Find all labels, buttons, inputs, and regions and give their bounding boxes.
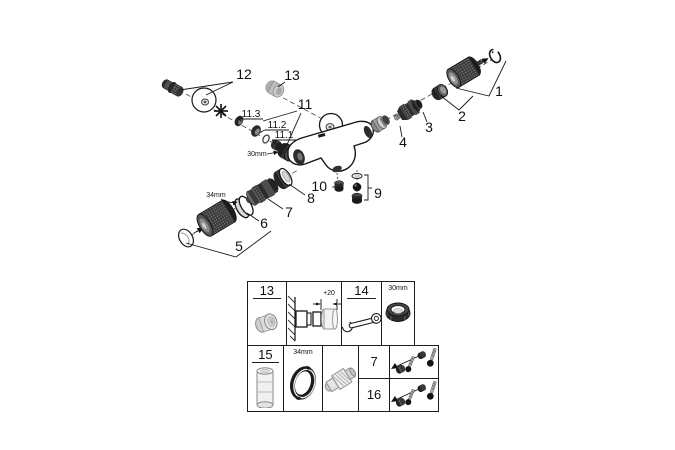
table-cell-14-label: 14 xyxy=(354,283,369,298)
part-12-s-union xyxy=(161,79,217,113)
part-label-12: 12 xyxy=(236,66,252,82)
leader-lines xyxy=(179,60,507,258)
part-1-temperature-handle xyxy=(446,48,502,88)
part-number-labels: 1 2 3 4 5 6 7 8 9 10 11 11.1 11.2 11.3 1… xyxy=(206,66,503,254)
part-label-9: 9 xyxy=(374,185,382,201)
part-label-11-1: 11.1 xyxy=(275,130,294,141)
cell-15-underline xyxy=(252,361,279,363)
installation-parts-table-top: 13 xyxy=(247,281,415,346)
screw-set-for-16 xyxy=(390,379,438,411)
cartridge-sleeve-icon xyxy=(256,366,274,408)
part-7-cartridge xyxy=(245,177,279,206)
star-marker-icon xyxy=(214,104,228,118)
table-cell-7: 7 xyxy=(359,346,389,379)
wrench-icon xyxy=(342,313,382,333)
screw-set-icon xyxy=(391,347,437,374)
part-label-11-2: 11.2 xyxy=(268,120,287,131)
part-label-10: 10 xyxy=(311,178,327,194)
table-cell-16: 16 xyxy=(359,379,389,411)
part-8-sleeve xyxy=(273,167,293,190)
table-cell-13-label: 13 xyxy=(259,283,275,298)
part-3-thermo-cartridge xyxy=(393,99,423,121)
screw-set-for-7 xyxy=(390,346,438,379)
table-cell-34mm-ring: 34mm xyxy=(284,345,324,411)
size-label-30mm: 30mm xyxy=(247,151,267,158)
table-30mm-label: 30mm xyxy=(388,285,408,292)
part-label-7: 7 xyxy=(285,204,293,220)
cartridge-icon xyxy=(324,366,357,392)
mixer-body xyxy=(287,112,375,182)
table-cell-16-label: 16 xyxy=(366,387,382,402)
table-cell-15-label: 15 xyxy=(258,346,273,362)
part-10-nut xyxy=(334,180,344,192)
part-5-flow-handle xyxy=(177,199,237,248)
table-cell-part-14: 14 xyxy=(342,282,382,345)
screw-set-icon xyxy=(391,380,437,407)
part-label-1: 1 xyxy=(495,83,503,99)
part-label-13: 13 xyxy=(284,67,300,83)
part-label-8: 8 xyxy=(307,190,315,206)
table-34mm-label: 34mm xyxy=(293,348,313,356)
table-cell-part-15: 15 xyxy=(248,345,284,411)
cell-13-underline xyxy=(252,298,282,299)
ring-nut-34mm-icon xyxy=(289,365,316,400)
part-label-5: 5 xyxy=(235,238,243,254)
part-13-plug xyxy=(265,80,285,98)
retaining-clip xyxy=(488,48,502,64)
table-cell-screw-sets xyxy=(390,346,438,411)
part-9-check-valve-set xyxy=(351,170,363,206)
table-cell-cartridge xyxy=(323,345,360,411)
table-cell-wall-mount: +20 xyxy=(287,282,342,345)
part-label-4: 4 xyxy=(399,134,407,150)
part-label-11: 11 xyxy=(298,96,313,112)
part-label-2: 2 xyxy=(458,108,466,124)
part-label-3: 3 xyxy=(425,119,433,135)
part-4-extension xyxy=(370,115,390,133)
size-label-34mm: 34mm xyxy=(206,192,226,199)
wall-mount-diagram-icon: +20 xyxy=(287,290,341,342)
part-6-ring-nut xyxy=(234,195,254,219)
plug-icon xyxy=(254,313,278,333)
table-cell-7-label: 7 xyxy=(370,354,378,369)
installation-parts-table-bottom: 15 34mm xyxy=(247,344,439,412)
table-cell-part-13: 13 xyxy=(248,282,287,345)
part-label-11-3: 11.3 xyxy=(242,109,261,120)
dimension-label: +20 xyxy=(323,290,335,297)
part-2-cap xyxy=(431,84,449,101)
cell-14-underline xyxy=(346,298,377,299)
union-nut-30mm-icon xyxy=(385,302,411,322)
table-cell-numbers-7-16: 7 16 xyxy=(359,345,390,411)
part-label-6: 6 xyxy=(260,215,268,231)
table-cell-30mm-nut: 30mm xyxy=(382,282,414,345)
